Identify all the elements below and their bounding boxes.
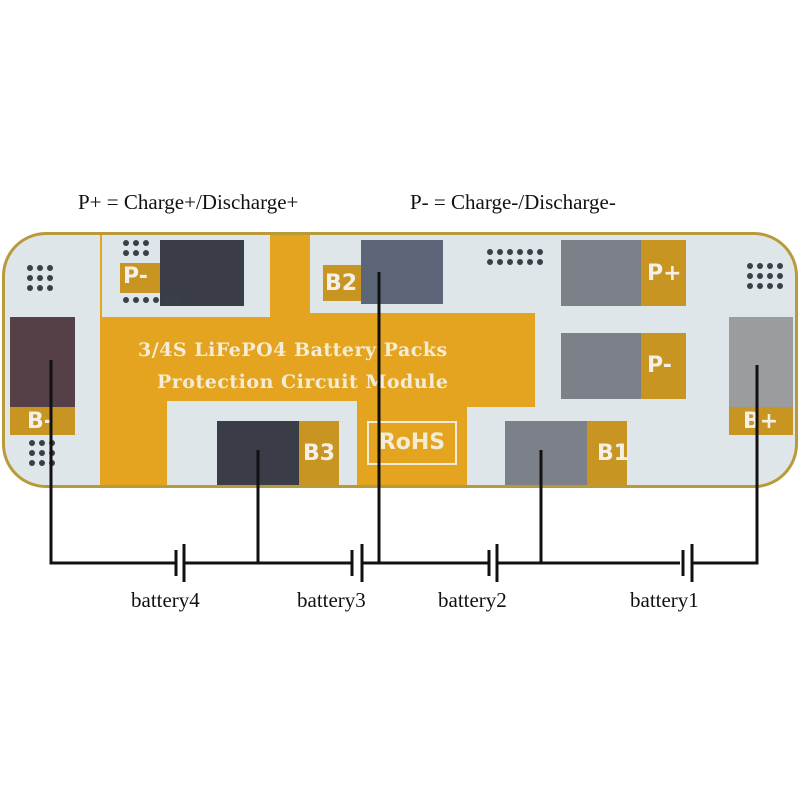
label-box-b-minus [10,407,75,435]
rohs-mark: RoHS [367,421,457,465]
label-p-minus-top: P- [123,264,148,289]
via-cluster [747,263,783,289]
via-cluster [487,249,543,265]
via-cluster [123,297,179,303]
via-cluster [27,265,53,291]
label-box-p-minus-top [120,263,165,293]
via-cluster [123,240,149,256]
label-p-minus-right: P- [647,353,672,378]
label-b3: B3 [303,441,336,466]
label-b2: B2 [325,271,358,296]
pad-b-plus [729,317,793,407]
pad-b2 [361,240,443,304]
label-box-b-plus [729,407,793,435]
pad-p-minus-top [160,240,244,306]
label-box-b3 [299,421,339,485]
legend-p-plus: P+ = Charge+/Discharge+ [78,190,299,214]
label-b1: B1 [597,441,630,466]
battery1-label: battery1 [630,588,699,612]
pcb-board: B- P- B2 P+ P- B+ 3/4S LiFePO4 Battery P… [2,232,798,488]
legend: P+ = Charge+/Discharge+ P- = Charge-/Dis… [0,190,800,265]
label-box-p-minus-right [641,333,686,399]
label-p-plus: P+ [647,261,682,286]
pad-p-minus-right [561,333,641,399]
label-b-plus: B+ [743,409,779,434]
pad-b-minus [10,317,75,407]
label-box-b1 [587,421,627,485]
board-title-line2: Protection Circuit Module [157,371,449,393]
battery2-label: battery2 [438,588,507,612]
label-b-minus: B- [27,409,53,434]
legend-p-minus: P- = Charge-/Discharge- [410,190,616,214]
label-box-b2 [323,265,363,301]
pad-b1 [505,421,587,485]
pad-p-plus [561,240,641,306]
battery4-label: battery4 [131,588,200,612]
board-title-line1: 3/4S LiFePO4 Battery Packs [138,339,448,361]
wire-b-plus [692,365,759,565]
label-box-p-plus [641,240,686,306]
battery3-label: battery3 [297,588,366,612]
wire-b-minus [49,360,175,565]
